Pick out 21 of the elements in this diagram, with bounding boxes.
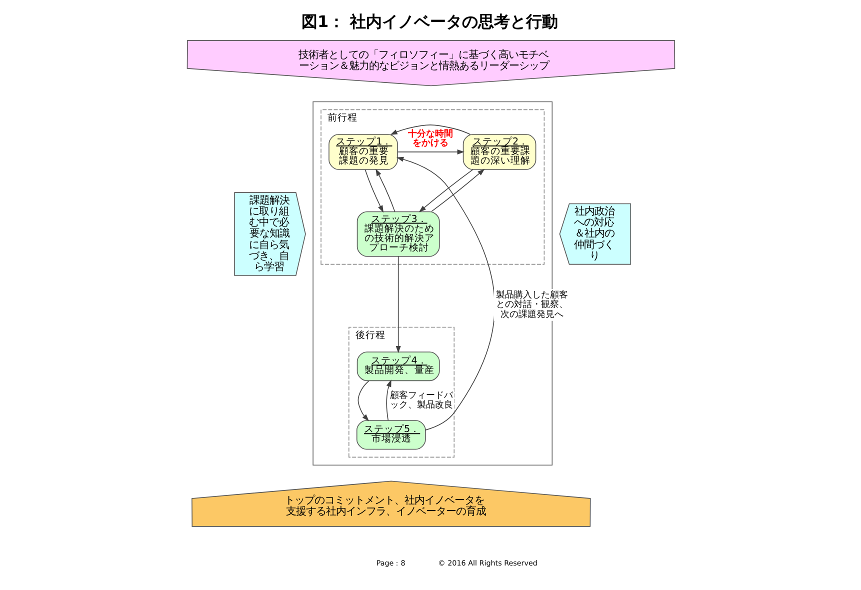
node-box: ステップ4． 製品開発、量産 xyxy=(356,352,440,382)
arrow xyxy=(395,256,400,354)
arrow xyxy=(364,169,384,213)
edge-label: 十分な時間をかける xyxy=(408,130,453,148)
label: Page：8 xyxy=(376,558,405,568)
arrow xyxy=(430,168,484,212)
arrow xyxy=(390,124,470,135)
arrow xyxy=(396,156,494,430)
arrow xyxy=(396,149,464,154)
label: © 2016 All Rights Reserved xyxy=(438,558,537,568)
edge-label: 顧客フィードバック、製品改良 xyxy=(389,391,452,411)
node-box: ステップ1． 顧客の重要課題の発見 xyxy=(328,134,398,170)
arrow xyxy=(386,380,391,421)
node-box: ステップ2． 顧客の重要課題の深い理解 xyxy=(462,134,536,170)
arrow xyxy=(375,168,395,212)
node-box: ステップ5． 市場浸透 xyxy=(356,420,426,450)
arrow xyxy=(357,380,369,422)
edge-label: 製品購入した顧客との対話・観察、次の課題発見へ xyxy=(495,290,568,320)
node-box: ステップ3． 課題解決のための技術的解決アプローチ検討 xyxy=(356,211,440,257)
arrow xyxy=(418,169,473,212)
diagram-title: 図1： 社内イノベータの思考と行動 xyxy=(300,12,558,31)
